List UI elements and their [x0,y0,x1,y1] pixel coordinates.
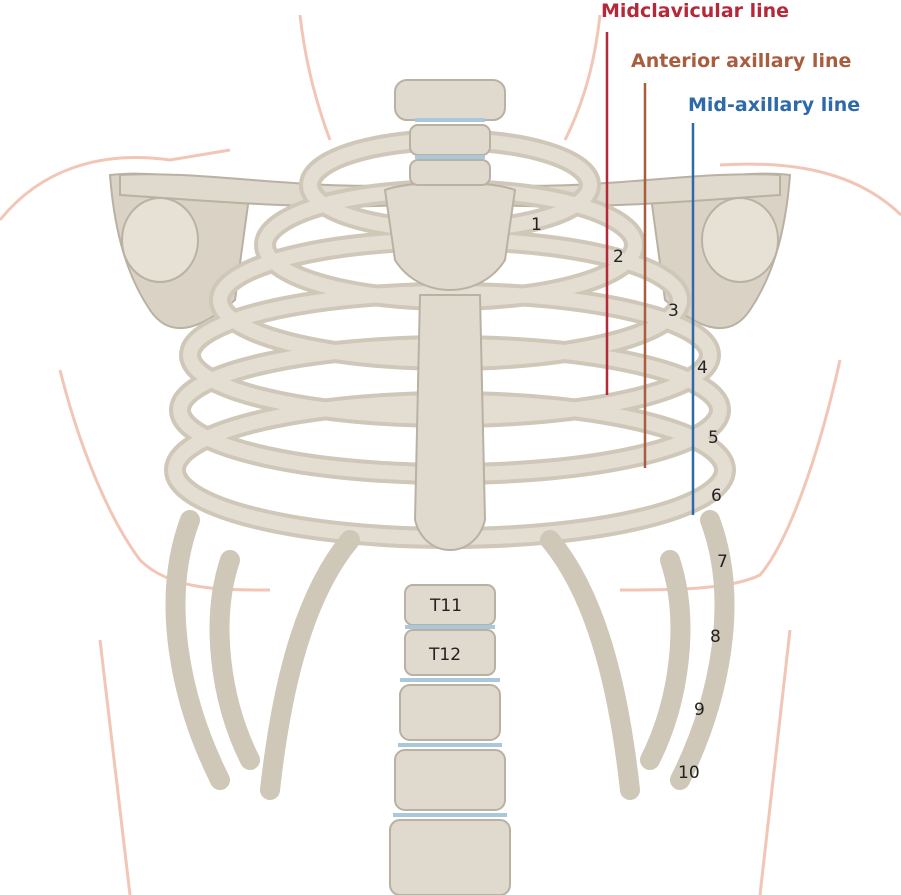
rib-number-4: 4 [697,358,708,378]
rib-number-9: 9 [694,700,705,720]
rib-number-1: 1 [531,215,542,235]
midclavicular-line-label: Midclavicular line [601,0,790,22]
vertebra-label-t12: T12 [429,645,462,665]
rib-number-2: 2 [613,247,624,267]
sternum [383,181,517,551]
anterior-axillary-line-label: Anterior axillary line [631,50,852,72]
vertebra-label-t11: T11 [430,596,463,616]
rib-number-3: 3 [668,301,679,321]
rib-number-10: 10 [678,763,700,783]
mid-axillary-line-label: Mid-axillary line [688,94,861,116]
body-outline [0,14,901,895]
lower-ribs [165,510,735,800]
rib-number-8: 8 [710,627,721,647]
rib-number-7: 7 [717,552,728,572]
cervical-vertebrae [394,79,506,186]
rib-number-5: 5 [708,428,719,448]
lower-vertebrae [389,584,511,895]
rib-number-6: 6 [711,486,722,506]
